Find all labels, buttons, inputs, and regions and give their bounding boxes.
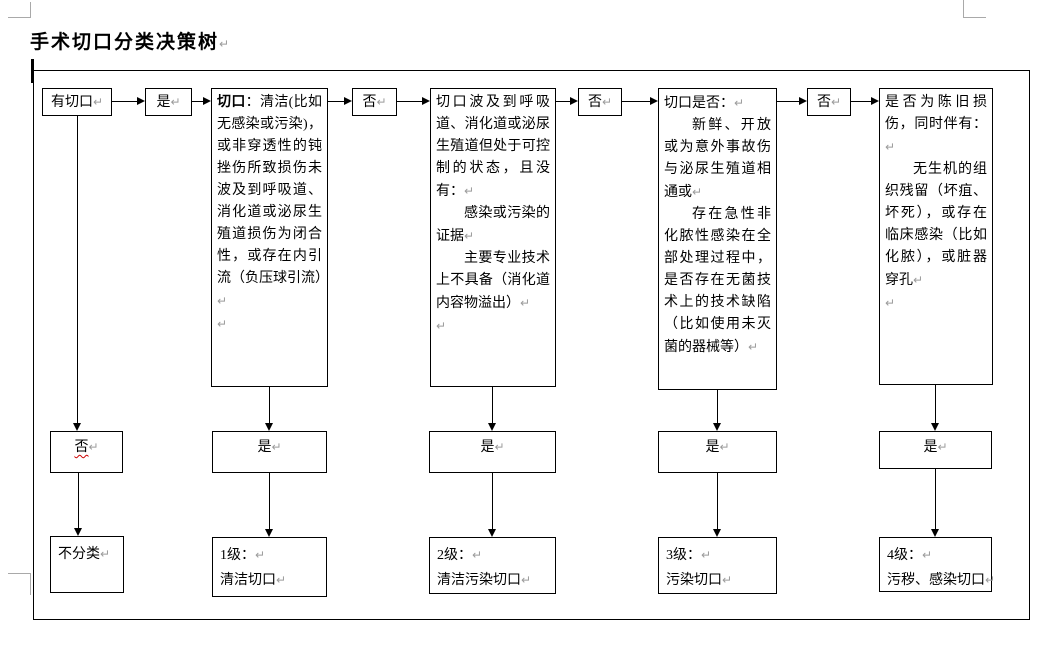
pilcrow-mark: ↵: [464, 184, 475, 198]
arrow-down: [269, 387, 270, 424]
yes-branch-box-3[interactable]: 是↵: [658, 431, 777, 473]
arrow-right-head: [203, 97, 211, 105]
arrow-down-head: [488, 423, 496, 431]
pilcrow-mark: ↵: [601, 95, 613, 109]
pilcrow-mark: ↵: [217, 294, 228, 308]
arrow-down-head: [713, 423, 721, 431]
arrow-down: [492, 387, 493, 424]
cursor-mark: [31, 59, 34, 83]
arrow-right: [622, 101, 651, 102]
arrow-right: [556, 101, 571, 102]
pilcrow-mark: ↵: [255, 548, 266, 562]
margin-mark-top-right: [963, 0, 964, 18]
result-box-1[interactable]: 1级：↵ 清洁切口↵: [212, 537, 327, 597]
result-box-4[interactable]: 4级：↵ 污秽、感染切口↵: [879, 537, 996, 592]
arrow-down: [492, 473, 493, 530]
pilcrow-mark: ↵: [520, 296, 531, 310]
arrow-down-head: [73, 423, 81, 431]
no-box-1[interactable]: 否↵: [352, 88, 397, 116]
decision-box-2[interactable]: 切口波及到呼吸道、消化道或泌尿生殖道但处于可控制的状态，且没有：↵ 感染或污染的…: [430, 88, 556, 387]
pilcrow-mark: ↵: [170, 95, 181, 109]
pilcrow-mark: ↵: [719, 440, 730, 454]
pilcrow-mark: ↵: [885, 296, 896, 310]
arrow-down-head: [488, 529, 496, 537]
yes-box-1[interactable]: 是↵: [145, 88, 192, 116]
no-branch-box[interactable]: 否↵: [50, 431, 123, 473]
pilcrow-mark: ↵: [100, 547, 111, 561]
pilcrow-mark: ↵: [217, 317, 228, 331]
arrow-down: [935, 469, 936, 530]
result-box-3[interactable]: 3级：↵ 污染切口↵: [658, 537, 777, 594]
arrow-right: [777, 101, 800, 102]
pilcrow-mark: ↵: [701, 548, 712, 562]
arrow-right-head: [799, 97, 807, 105]
pilcrow-mark: ↵: [472, 548, 483, 562]
arrow-right-head: [422, 97, 430, 105]
pilcrow-mark: ↵: [734, 96, 745, 110]
page-title: 手术切口分类决策树↵: [30, 32, 232, 53]
arrow-down: [935, 385, 936, 424]
margin-mark-top-right: [963, 17, 986, 18]
unclassified-box[interactable]: 不分类↵: [50, 536, 124, 593]
decision-box-4[interactable]: 是否为陈旧损伤，同时伴有：↵ 无生机的组织残留（坏疽、坏死），或存在临床感染（比…: [879, 88, 993, 385]
arrow-down: [78, 473, 79, 529]
arrow-down-head: [265, 529, 273, 537]
pilcrow-mark: ↵: [830, 95, 842, 109]
start-box[interactable]: 有切口↵: [42, 88, 112, 116]
pilcrow-mark: ↵: [219, 37, 232, 51]
yes-branch-box-2[interactable]: 是↵: [429, 431, 556, 473]
pilcrow-mark: ↵: [436, 319, 447, 333]
pilcrow-mark: ↵: [985, 573, 996, 587]
margin-mark-bottom-left: [30, 573, 31, 595]
arrow-down-head: [74, 528, 82, 536]
arrow-right: [112, 101, 138, 102]
pilcrow-mark: ↵: [521, 573, 532, 587]
no-box-2[interactable]: 否↵: [578, 88, 622, 116]
pilcrow-mark: ↵: [692, 185, 703, 199]
decision-box-3[interactable]: 切口是否：↵ 新鲜、开放或为意外事故伤与泌尿生殖道相通或↵ 存在急性非化脓性感染…: [658, 88, 777, 390]
pilcrow-mark: ↵: [464, 229, 475, 243]
pilcrow-mark: ↵: [937, 440, 948, 454]
decision-box-1[interactable]: 切口：清洁(比如无感染或污染)，或非穿透性的钝挫伤所致损伤未波及到呼吸道、消化道…: [211, 88, 329, 387]
pilcrow-mark: ↵: [913, 273, 924, 287]
pilcrow-mark: ↵: [748, 340, 759, 354]
arrow-right: [328, 101, 345, 102]
arrow-right-head: [871, 97, 879, 105]
arrow-down: [717, 473, 718, 530]
arrow-right: [851, 101, 872, 102]
arrow-down: [77, 116, 78, 424]
pilcrow-mark: ↵: [92, 95, 104, 109]
yes-branch-box-4[interactable]: 是↵: [879, 431, 992, 469]
margin-mark-top-left: [8, 17, 31, 18]
pilcrow-mark: ↵: [885, 140, 896, 154]
arrow-down-head: [713, 529, 721, 537]
arrow-down: [717, 390, 718, 424]
pilcrow-mark: ↵: [494, 440, 505, 454]
no-box-3[interactable]: 否↵: [807, 88, 851, 116]
pilcrow-mark: ↵: [88, 440, 99, 454]
arrow-down-head: [931, 423, 939, 431]
result-box-2[interactable]: 2级：↵ 清洁污染切口↵: [429, 537, 556, 594]
pilcrow-mark: ↵: [722, 573, 733, 587]
arrow-right-head: [570, 97, 578, 105]
pilcrow-mark: ↵: [922, 548, 933, 562]
arrow-down: [269, 473, 270, 530]
pilcrow-mark: ↵: [276, 573, 287, 587]
arrow-down-head: [265, 423, 273, 431]
arrow-right: [192, 101, 204, 102]
pilcrow-mark: ↵: [271, 440, 282, 454]
arrow-down-head: [931, 529, 939, 537]
arrow-right-head: [650, 97, 658, 105]
arrow-right-head: [137, 97, 145, 105]
arrow-right-head: [344, 97, 352, 105]
margin-mark-top-left: [30, 2, 31, 18]
pilcrow-mark: ↵: [376, 95, 387, 109]
arrow-right: [397, 101, 423, 102]
margin-mark-bottom-left: [8, 573, 31, 574]
yes-branch-box-1[interactable]: 是↵: [212, 431, 327, 473]
